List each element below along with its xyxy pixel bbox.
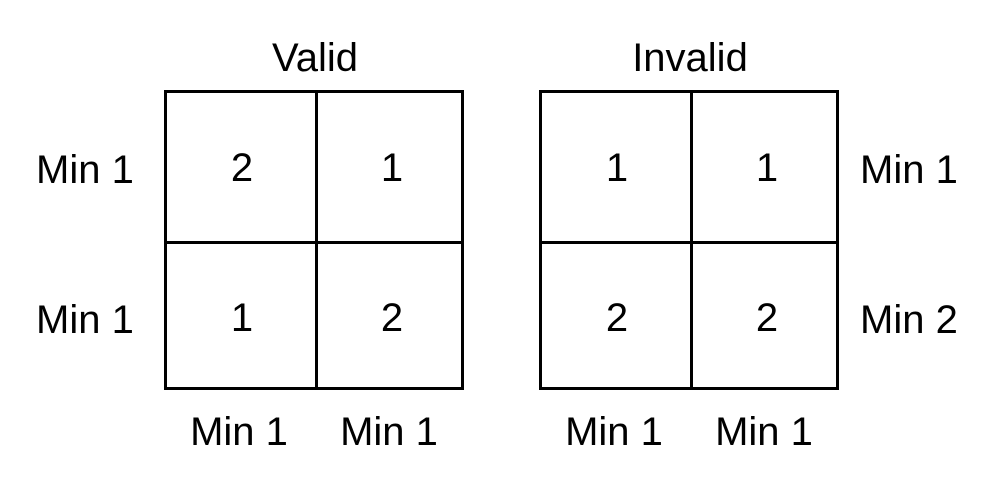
invalid-col-label-2: Min 1 xyxy=(715,410,813,454)
valid-cell-top-right: 1 xyxy=(380,145,404,190)
valid-col-label-1: Min 1 xyxy=(190,410,288,454)
invalid-grid: 1 1 2 2 xyxy=(539,90,839,390)
valid-grid-horizontal-divider xyxy=(167,241,461,244)
invalid-cell-bottom-left: 2 xyxy=(605,295,629,340)
valid-title: Valid xyxy=(272,36,358,80)
valid-row-label-1: Min 1 xyxy=(36,148,134,192)
invalid-row-label-2: Min 2 xyxy=(860,298,958,342)
valid-col-label-2: Min 1 xyxy=(340,410,438,454)
valid-grid: 2 1 1 2 xyxy=(164,90,464,390)
invalid-title: Invalid xyxy=(632,36,748,80)
invalid-row-label-1: Min 1 xyxy=(860,148,958,192)
valid-grid-vertical-divider xyxy=(315,93,318,387)
invalid-col-label-1: Min 1 xyxy=(565,410,663,454)
invalid-grid-horizontal-divider xyxy=(542,241,836,244)
valid-cell-bottom-right: 2 xyxy=(380,295,404,340)
invalid-cell-top-right: 1 xyxy=(755,145,779,190)
valid-row-label-2: Min 1 xyxy=(36,298,134,342)
valid-cell-top-left: 2 xyxy=(230,145,254,190)
invalid-cell-top-left: 1 xyxy=(605,145,629,190)
invalid-cell-bottom-right: 2 xyxy=(755,295,779,340)
invalid-grid-vertical-divider xyxy=(690,93,693,387)
valid-cell-bottom-left: 1 xyxy=(230,295,254,340)
